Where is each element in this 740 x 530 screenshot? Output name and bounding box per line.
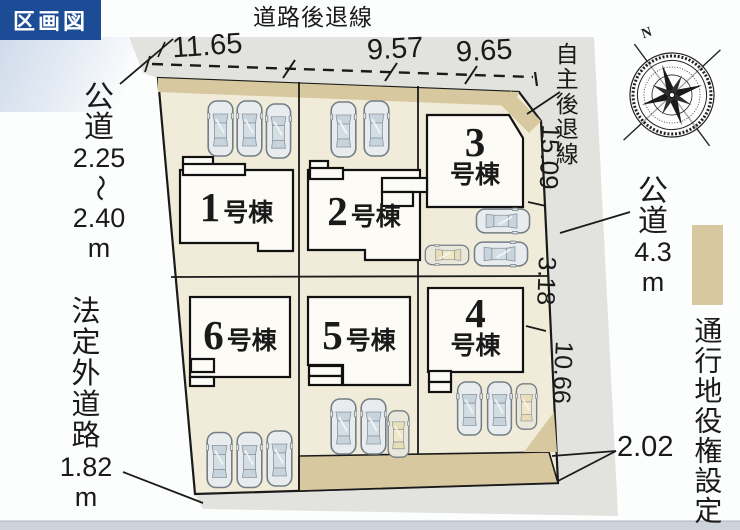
- car-icon: [514, 383, 539, 430]
- car-icon: [207, 100, 234, 157]
- background-tint: [0, 37, 160, 112]
- voluntary-setback-label: 自主後退線: [552, 42, 579, 167]
- car-icon: [473, 240, 529, 268]
- car-icon: [486, 381, 513, 436]
- lot-dividers: [170, 82, 549, 491]
- car-icon: [360, 398, 387, 455]
- car-icon: [236, 431, 263, 489]
- unofficial-road-char: 定: [71, 327, 101, 359]
- right-road-label: 公 道 4.3 m: [628, 175, 678, 298]
- corner-setback-strip: [499, 91, 541, 133]
- left-road-value: 2.40: [72, 203, 126, 233]
- car-icon: [387, 410, 410, 458]
- right-road-char: 道: [638, 205, 668, 238]
- measurement-top-2: 9.57: [366, 31, 425, 67]
- left-road-char: 公: [84, 81, 114, 114]
- bottom-road-bar: [0, 520, 740, 530]
- unofficial-road-char: 法: [71, 296, 101, 328]
- car-icon: [475, 207, 531, 235]
- top-setback-strip: [158, 78, 519, 106]
- unofficial-road-char: 外: [71, 358, 101, 390]
- right-road-char: 公: [638, 175, 668, 208]
- car-icon: [206, 431, 233, 489]
- car-icon: [236, 100, 263, 157]
- car-icon: [456, 381, 483, 436]
- unofficial-road-unit: m: [74, 482, 98, 512]
- car-icon: [266, 430, 293, 487]
- unofficial-road-label: 法 定 外 道 路 1.82 m: [58, 296, 114, 513]
- measurement-right-1: 15.09: [533, 124, 566, 191]
- range-tilde: 〜: [84, 174, 114, 202]
- easement-label: 通行地役権設定: [691, 316, 723, 526]
- leader-lines: [119, 38, 631, 504]
- left-road-char: 道: [84, 111, 114, 144]
- measurement-right-3: 10.66: [546, 340, 578, 405]
- car-icon: [363, 100, 390, 157]
- building-1: [178, 168, 295, 253]
- measurement-top-1: 11.65: [170, 27, 244, 65]
- left-road-value: 2.25: [72, 143, 126, 173]
- right-road-value: 4.3: [634, 237, 672, 267]
- road-setback-label: 道路後退線: [253, 4, 373, 30]
- measurement-right-2: 3.18: [531, 256, 561, 306]
- unofficial-road-char: 道: [71, 389, 101, 421]
- car-icon: [330, 398, 357, 455]
- car-icon: [424, 243, 470, 267]
- car-icon: [265, 103, 292, 159]
- measurement-top-3: 9.65: [455, 33, 514, 69]
- building-4: [426, 286, 525, 374]
- unofficial-road-value: 1.82: [59, 452, 113, 482]
- right-road-unit: m: [641, 267, 665, 297]
- page-title-text: 区画図: [12, 9, 88, 34]
- buildings: [178, 113, 525, 394]
- measurement-corner: 2.02: [617, 431, 674, 463]
- easement-wedge: [524, 412, 557, 452]
- easement-color-swatch: [692, 225, 723, 305]
- left-road-unit: m: [87, 233, 111, 263]
- unofficial-road-char: 路: [71, 420, 101, 452]
- car-icon: [330, 101, 357, 158]
- compass-icon: [623, 43, 721, 147]
- left-road-label: 公 道 2.25 〜 2.40 m: [70, 81, 128, 264]
- page-title: 区画図: [0, 0, 101, 40]
